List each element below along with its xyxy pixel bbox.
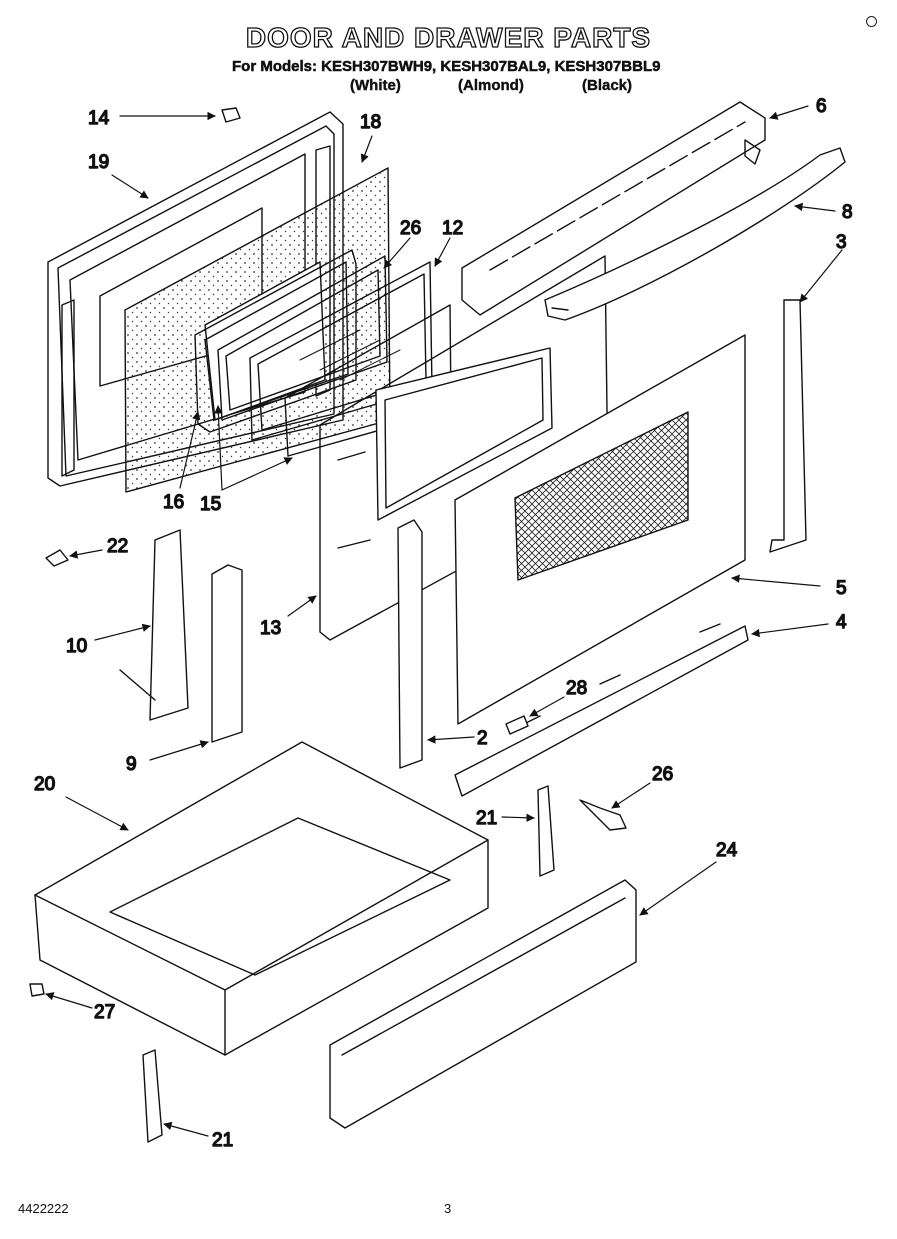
- callout-24: 24: [716, 840, 738, 861]
- callout-22: 22: [107, 536, 128, 557]
- callout-12: 12: [442, 218, 463, 239]
- variant-white: (White): [350, 77, 401, 94]
- document-number: 4422222: [18, 1201, 69, 1216]
- callout-18: 18: [360, 112, 381, 133]
- part-18-insulation: [124, 167, 391, 493]
- callout-19: 19: [88, 152, 109, 173]
- callout-5: 5: [836, 578, 847, 599]
- part-24-drawer-front: [329, 879, 637, 1129]
- callout-8: 8: [842, 202, 853, 223]
- part-4-door-bottom-channel: [454, 623, 749, 797]
- part-21-drawer-rail-lower: [142, 1049, 163, 1143]
- part-10-hinge-bracket: [119, 529, 189, 721]
- part-27-screw: [29, 983, 45, 997]
- callout-28: 28: [566, 678, 587, 699]
- part-3-side-trim: [769, 299, 807, 553]
- part-22-clip: [45, 549, 69, 567]
- callout-9: 9: [126, 754, 137, 775]
- callout-2: 2: [477, 728, 488, 749]
- part-2-hinge-channel: [397, 519, 423, 769]
- part-8-door-handle: [544, 147, 846, 321]
- part-26-drawer-roller: [579, 799, 627, 831]
- variant-almond: (Almond): [458, 77, 524, 94]
- callout-27: 27: [94, 1002, 115, 1023]
- part-9-hinge-cover: [211, 564, 243, 743]
- callout-26-drawer: 26: [652, 764, 673, 785]
- callout-6: 6: [816, 96, 827, 117]
- models-line: For Models: KESH307BWH9, KESH307BAL9, KE…: [232, 58, 661, 76]
- callout-10: 10: [66, 636, 87, 657]
- page-number: 3: [444, 1201, 452, 1216]
- part-5-outer-door-panel: [454, 334, 746, 725]
- part-28-clip: [505, 715, 529, 735]
- leader-arrows: [45, 105, 843, 1137]
- callout-15: 15: [200, 494, 221, 515]
- page-title: DOOR AND DRAWER PARTS: [245, 21, 652, 53]
- callout-21-lower: 21: [212, 1130, 233, 1151]
- callout-14: 14: [88, 108, 110, 129]
- part-21-drawer-rail-upper: [537, 785, 555, 877]
- callout-20: 20: [34, 774, 55, 795]
- callout-21-upper: 21: [476, 808, 497, 829]
- callout-26-door: 26: [400, 218, 421, 239]
- variant-black: (Black): [582, 77, 633, 94]
- callout-16: 16: [163, 492, 184, 513]
- callout-13: 13: [260, 618, 281, 639]
- corner-circle-mark: [866, 16, 877, 27]
- part-20-drawer-body: [34, 741, 489, 1056]
- part-14-door-bumper: [221, 107, 241, 123]
- callout-4: 4: [836, 612, 847, 633]
- part-16-wire-frame: [194, 249, 357, 433]
- part-6-vent-trim: [461, 101, 766, 316]
- callout-3: 3: [836, 232, 847, 253]
